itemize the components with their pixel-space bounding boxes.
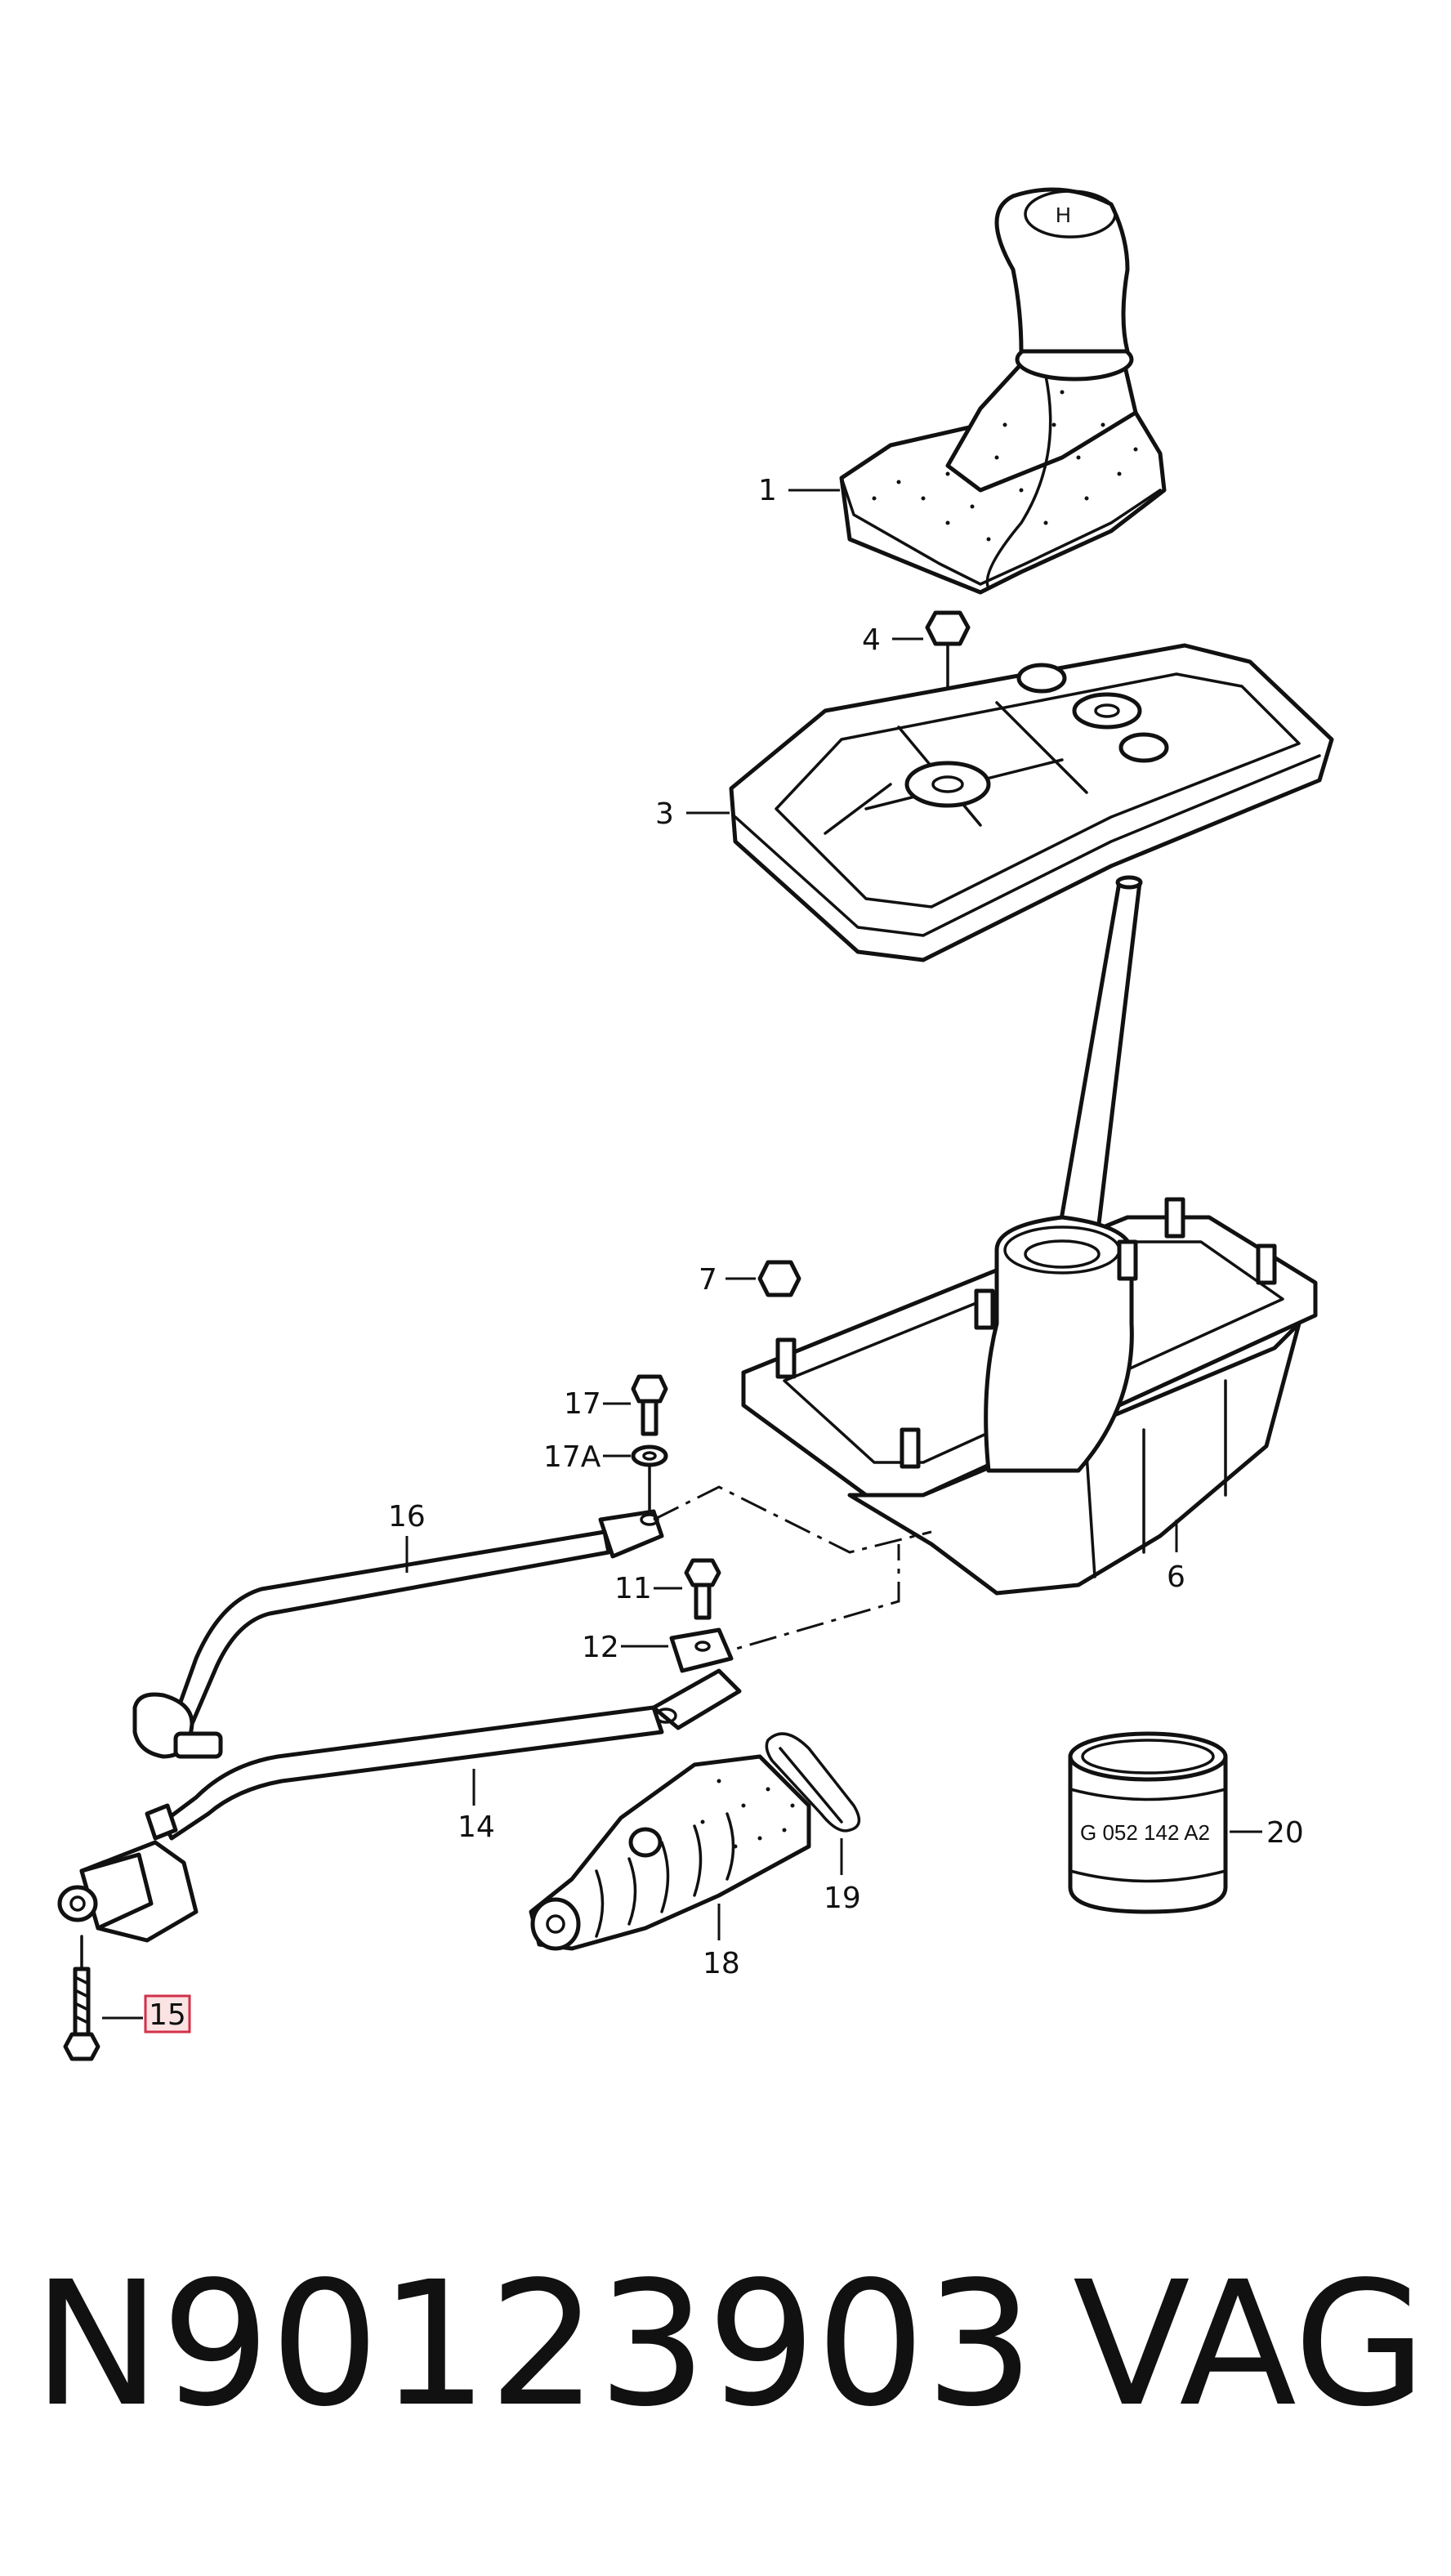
callout-15-highlight	[144, 1994, 191, 2034]
part-18-rubber-boot	[529, 1754, 811, 1951]
callout-3: 3	[655, 797, 674, 831]
callout-17: 17	[564, 1387, 601, 1421]
container-label: G 052 142 A2	[1080, 1820, 1210, 1845]
part-17-bolt	[603, 1374, 668, 1436]
callout-6: 6	[1167, 1560, 1185, 1594]
callout-15: 15	[149, 1998, 186, 2032]
callout-19: 19	[824, 1882, 861, 1915]
callout-14: 14	[458, 1810, 495, 1844]
callout-labels: 1 3 4 6 7 11 12 14 15 16 17 17A 18 19 20…	[144, 474, 1304, 2034]
part-number: N90123903	[33, 2244, 1034, 2444]
callout-12: 12	[582, 1631, 619, 1664]
part-16-selector-rod	[132, 1509, 664, 1759]
part-12-clamp	[621, 1627, 734, 1673]
part-14-shift-rod	[161, 1668, 742, 1841]
part-17a-washer	[603, 1444, 668, 1513]
assembly-lines	[653, 1485, 932, 1660]
part-7-nut	[726, 1260, 801, 1297]
part-19-ring	[765, 1732, 861, 1875]
callout-11: 11	[614, 1572, 652, 1605]
callout-4: 4	[862, 623, 881, 657]
callout-17a: 17A	[543, 1440, 601, 1474]
callout-7: 7	[699, 1263, 717, 1297]
callout-20: 20	[1266, 1816, 1304, 1850]
svg-text:H: H	[1056, 203, 1071, 227]
footer: N90123903 VAG	[0, 2239, 1451, 2451]
linkage-bracket	[57, 1803, 199, 1971]
brand-name: VAG	[1073, 2244, 1426, 2444]
part-6-shift-housing	[741, 875, 1318, 1596]
callout-18: 18	[703, 1947, 740, 1980]
callout-16: 16	[388, 1500, 426, 1534]
callout-1: 1	[758, 474, 777, 507]
part-3-cover-plate	[686, 643, 1334, 962]
part-1-gear-knob-boot: H	[788, 187, 1167, 595]
part-11-bolt	[654, 1558, 721, 1620]
part-15-bolt	[63, 1967, 143, 2061]
part-20-grease-tin	[1068, 1731, 1262, 1914]
